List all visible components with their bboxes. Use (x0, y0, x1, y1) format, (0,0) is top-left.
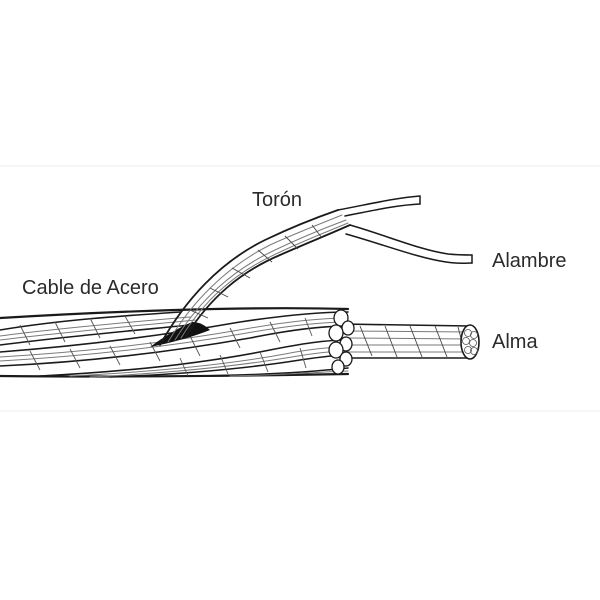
wire-upper (337, 195, 421, 217)
rope-core (339, 323, 480, 360)
pulled-strand (159, 209, 351, 346)
label-toron: Torón (252, 189, 303, 211)
strand-twist-lines (19, 315, 313, 377)
wire-lower (345, 224, 473, 264)
wire-rope-body (0, 307, 350, 378)
label-alambre: Alambre (492, 250, 567, 272)
label-alma: Alma (492, 331, 538, 353)
label-cable-de-acero: Cable de Acero (22, 277, 159, 299)
rope-strand (0, 311, 349, 367)
strand-ends (328, 309, 355, 375)
strand-gap (150, 322, 210, 347)
